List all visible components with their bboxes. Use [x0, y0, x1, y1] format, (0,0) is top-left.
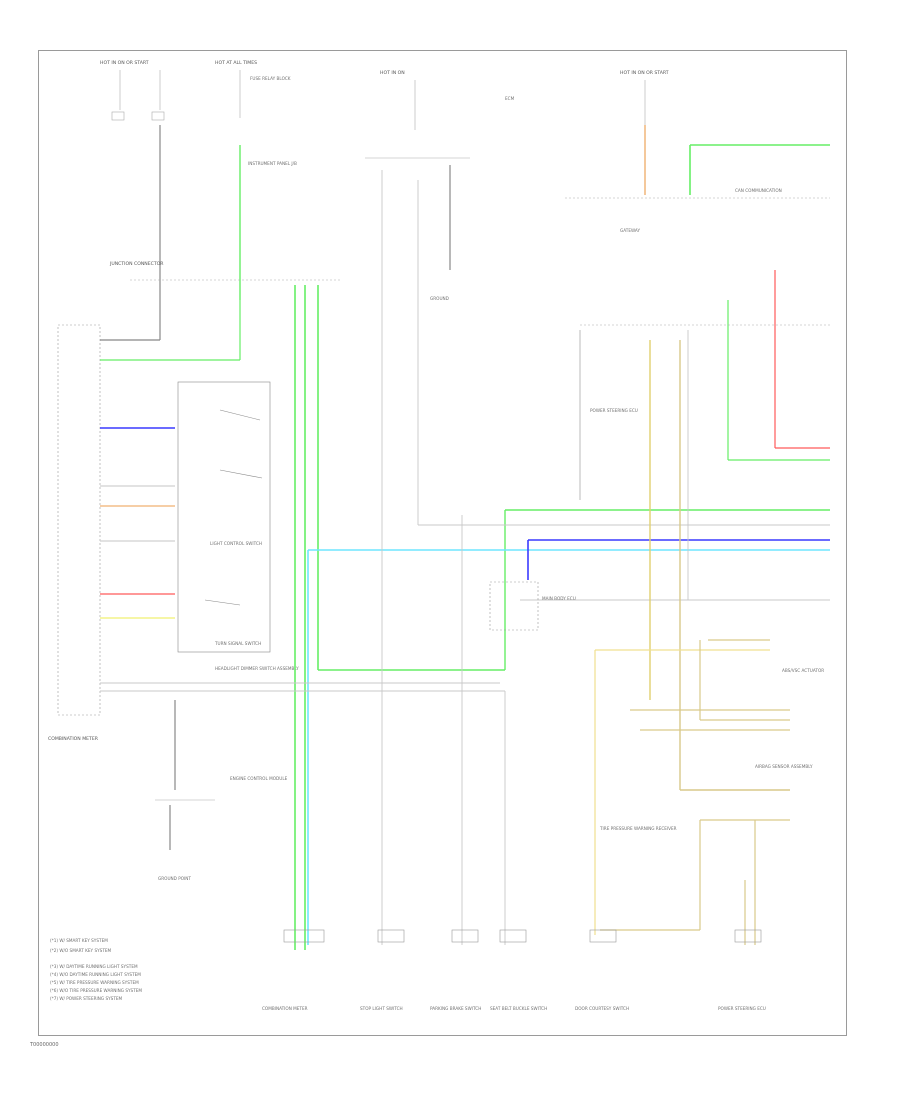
legend-6: (*6) W/O TIRE PRESSURE WARNING SYSTEM: [50, 988, 142, 993]
parking-switch-label: PARKING BRAKE SWITCH: [430, 1006, 481, 1011]
fuse-relay-label: FUSE RELAY BLOCK: [250, 76, 291, 81]
ground-label: GROUND: [430, 296, 449, 301]
gateway-label: GATEWAY: [620, 228, 640, 233]
hot-label-left: HOT IN ON OR START: [100, 60, 149, 66]
hot-label-right: HOT IN ON OR START: [620, 70, 669, 76]
legend: (*1) W/ SMART KEY SYSTEM (*2) W/O SMART …: [50, 938, 142, 1001]
legend-7: (*7) W/ POWER STEERING SYSTEM: [50, 996, 123, 1001]
brake-switch-label: STOP LIGHT SWITCH: [360, 1006, 403, 1011]
diagram-frame: [38, 50, 847, 1036]
junction-label: JUNCTION CONNECTOR: [109, 261, 164, 267]
hot-label-mid: HOT AT ALL TIMES: [215, 60, 257, 66]
combination-meter-label: COMBINATION METER: [48, 736, 99, 742]
hot-label-center: HOT IN ON: [380, 70, 405, 76]
green-trunk-wires: [294, 285, 830, 950]
door-switch-label: DOOR COURTESY SWITCH: [575, 1006, 629, 1011]
body-ecu-module: MAIN BODY ECU: [489, 581, 576, 631]
abs-unit-label: ABS/VSC ACTUATOR: [782, 668, 824, 673]
bottom-connectors: [283, 929, 762, 943]
legend-3: (*3) W/ DAYTIME RUNNING LIGHT SYSTEM: [50, 964, 138, 969]
can-bus-label: CAN COMMUNICATION: [735, 188, 782, 193]
power-source-left: HOT IN ON OR START JUNCTION CONNECTOR: [100, 60, 165, 340]
power-steering-label: POWER STEERING ECU: [590, 408, 638, 413]
combination-meter-block: COMBINATION METER: [48, 300, 241, 742]
instrument-panel-label: INSTRUMENT PANEL J/B: [248, 161, 297, 166]
eng-control-label: ENGINE CONTROL MODULE: [230, 776, 288, 781]
ground-point-label: GROUND POINT: [158, 876, 191, 881]
gray-wires: [100, 170, 830, 945]
power-source-center: HOT IN ON GROUND ECM: [365, 70, 515, 301]
power-steering-ecu-label: POWER STEERING ECU: [718, 1006, 766, 1011]
footer-code: T00000000: [30, 1042, 59, 1048]
turn-signal-label: TURN SIGNAL SWITCH: [214, 641, 261, 646]
tpms-receiver-label: TIRE PRESSURE WARNING RECEIVER: [599, 826, 677, 831]
headlight-dimmer-label: HEADLIGHT DIMMER SWITCH ASSEMBLY: [215, 666, 299, 671]
legend-5: (*5) W/ TIRE PRESSURE WARNING SYSTEM: [50, 980, 139, 985]
legend-4: (*4) W/O DAYTIME RUNNING LIGHT SYSTEM: [50, 972, 141, 977]
connector-meter-label: COMBINATION METER: [262, 1006, 308, 1011]
switch-assembly: LIGHT CONTROL SWITCH TURN SIGNAL SWITCH …: [177, 381, 299, 671]
body-ecu-label: MAIN BODY ECU: [542, 596, 576, 601]
ecm-label: ECM: [505, 96, 515, 101]
tan-wires: [594, 340, 790, 945]
power-source-mid: HOT AT ALL TIMES FUSE RELAY BLOCK INSTRU…: [215, 60, 297, 300]
seat-belt-label: SEAT BELT BUCKLE SWITCH: [490, 1006, 547, 1011]
legend-1: (*1) W/ SMART KEY SYSTEM: [50, 938, 108, 943]
legend-2: (*2) W/O SMART KEY SYSTEM: [50, 948, 112, 953]
power-source-right: HOT IN ON OR START CAN COMMUNICATION GAT…: [565, 70, 830, 233]
airbag-sensor-label: AIRBAG SENSOR ASSEMBLY: [755, 764, 813, 769]
light-control-label: LIGHT CONTROL SWITCH: [210, 541, 262, 546]
